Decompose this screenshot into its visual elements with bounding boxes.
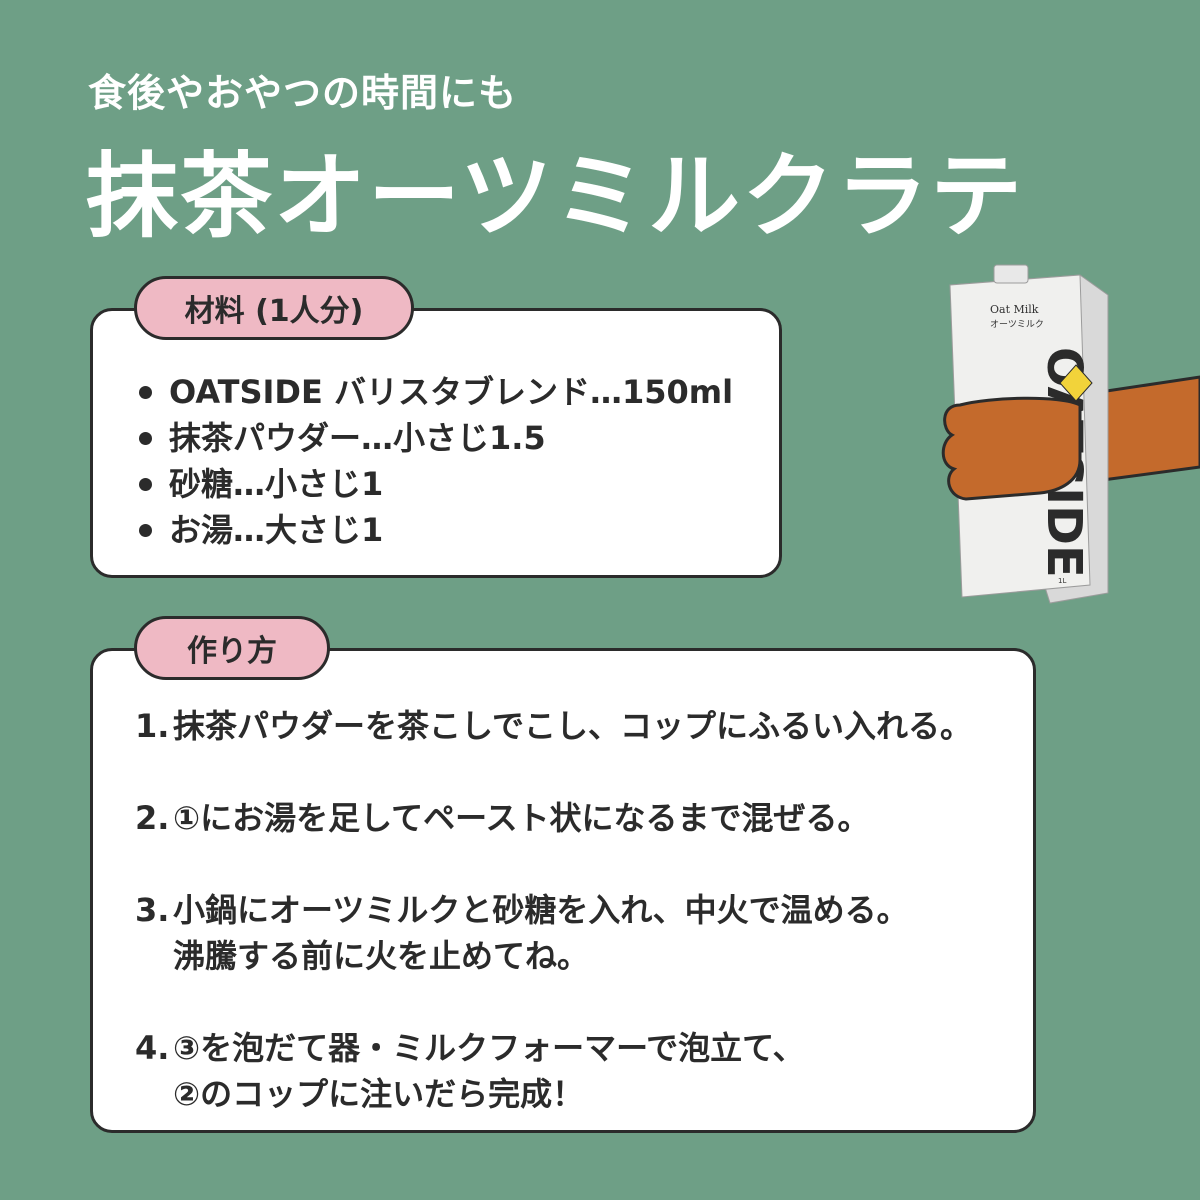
- carton-cap-icon: [993, 264, 1029, 284]
- step-text: ①にお湯を足してペースト状になるまで混ぜる。: [173, 799, 870, 837]
- step-item: 1. 抹茶パウダーを茶こしでこし、コップにふるい入れる。: [135, 703, 1015, 749]
- oatside-carton-illustration: Oat Milk オーツミルク OATSIDE 1L: [941, 264, 1200, 604]
- ingredients-card: OATSIDE バリスタブレンド…150ml 抹茶パウダー…小さじ1.5 砂糖……: [90, 308, 782, 578]
- ingredients-label: 材料 (1人分): [134, 276, 414, 340]
- steps-label: 作り方: [134, 616, 330, 680]
- step-text: 小鍋にオーツミルクと砂糖を入れ、中火で温める。: [173, 891, 909, 929]
- carton-top-text-jp: オーツミルク: [990, 319, 1044, 330]
- ingredient-item: お湯…大さじ1: [135, 507, 733, 553]
- step-number: 1.: [135, 707, 170, 745]
- step-number: 4.: [135, 1029, 170, 1067]
- subtitle: 食後やおやつの時間にも: [88, 71, 518, 115]
- step-item: 4. ③を泡だて器・ミルクフォーマーで泡立て、 ②のコップに注いだら完成！: [135, 1025, 1015, 1117]
- ingredient-item: OATSIDE バリスタブレンド…150ml: [135, 369, 733, 415]
- step-text: 抹茶パウダーを茶こしでこし、コップにふるい入れる。: [173, 707, 973, 745]
- carton-badge-icon: [1059, 364, 1093, 402]
- step-number: 3.: [135, 891, 170, 929]
- ingredients-list: OATSIDE バリスタブレンド…150ml 抹茶パウダー…小さじ1.5 砂糖……: [135, 369, 733, 553]
- step-item: 3. 小鍋にオーツミルクと砂糖を入れ、中火で温める。 沸騰する前に火を止めてね。: [135, 887, 1015, 979]
- step-number: 2.: [135, 799, 170, 837]
- step-item: 2. ①にお湯を足してペースト状になるまで混ぜる。: [135, 795, 1015, 841]
- carton-top-text: Oat Milk: [990, 303, 1039, 316]
- ingredient-item: 砂糖…小さじ1: [135, 461, 733, 507]
- hand: [941, 396, 1082, 501]
- steps-list: 1. 抹茶パウダーを茶こしでこし、コップにふるい入れる。 2. ①にお湯を足して…: [135, 703, 1015, 1163]
- step-text-continued: ②のコップに注いだら完成！: [173, 1075, 585, 1113]
- step-text: ③を泡だて器・ミルクフォーマーで泡立て、: [173, 1029, 805, 1067]
- step-text-continued: 沸騰する前に火を止めてね。: [173, 937, 590, 975]
- steps-card: 1. 抹茶パウダーを茶こしでこし、コップにふるい入れる。 2. ①にお湯を足して…: [90, 648, 1036, 1133]
- ingredient-item: 抹茶パウダー…小さじ1.5: [135, 415, 733, 461]
- carton-volume: 1L: [1058, 577, 1066, 585]
- page-title: 抹茶オーツミルクラテ: [86, 143, 1025, 250]
